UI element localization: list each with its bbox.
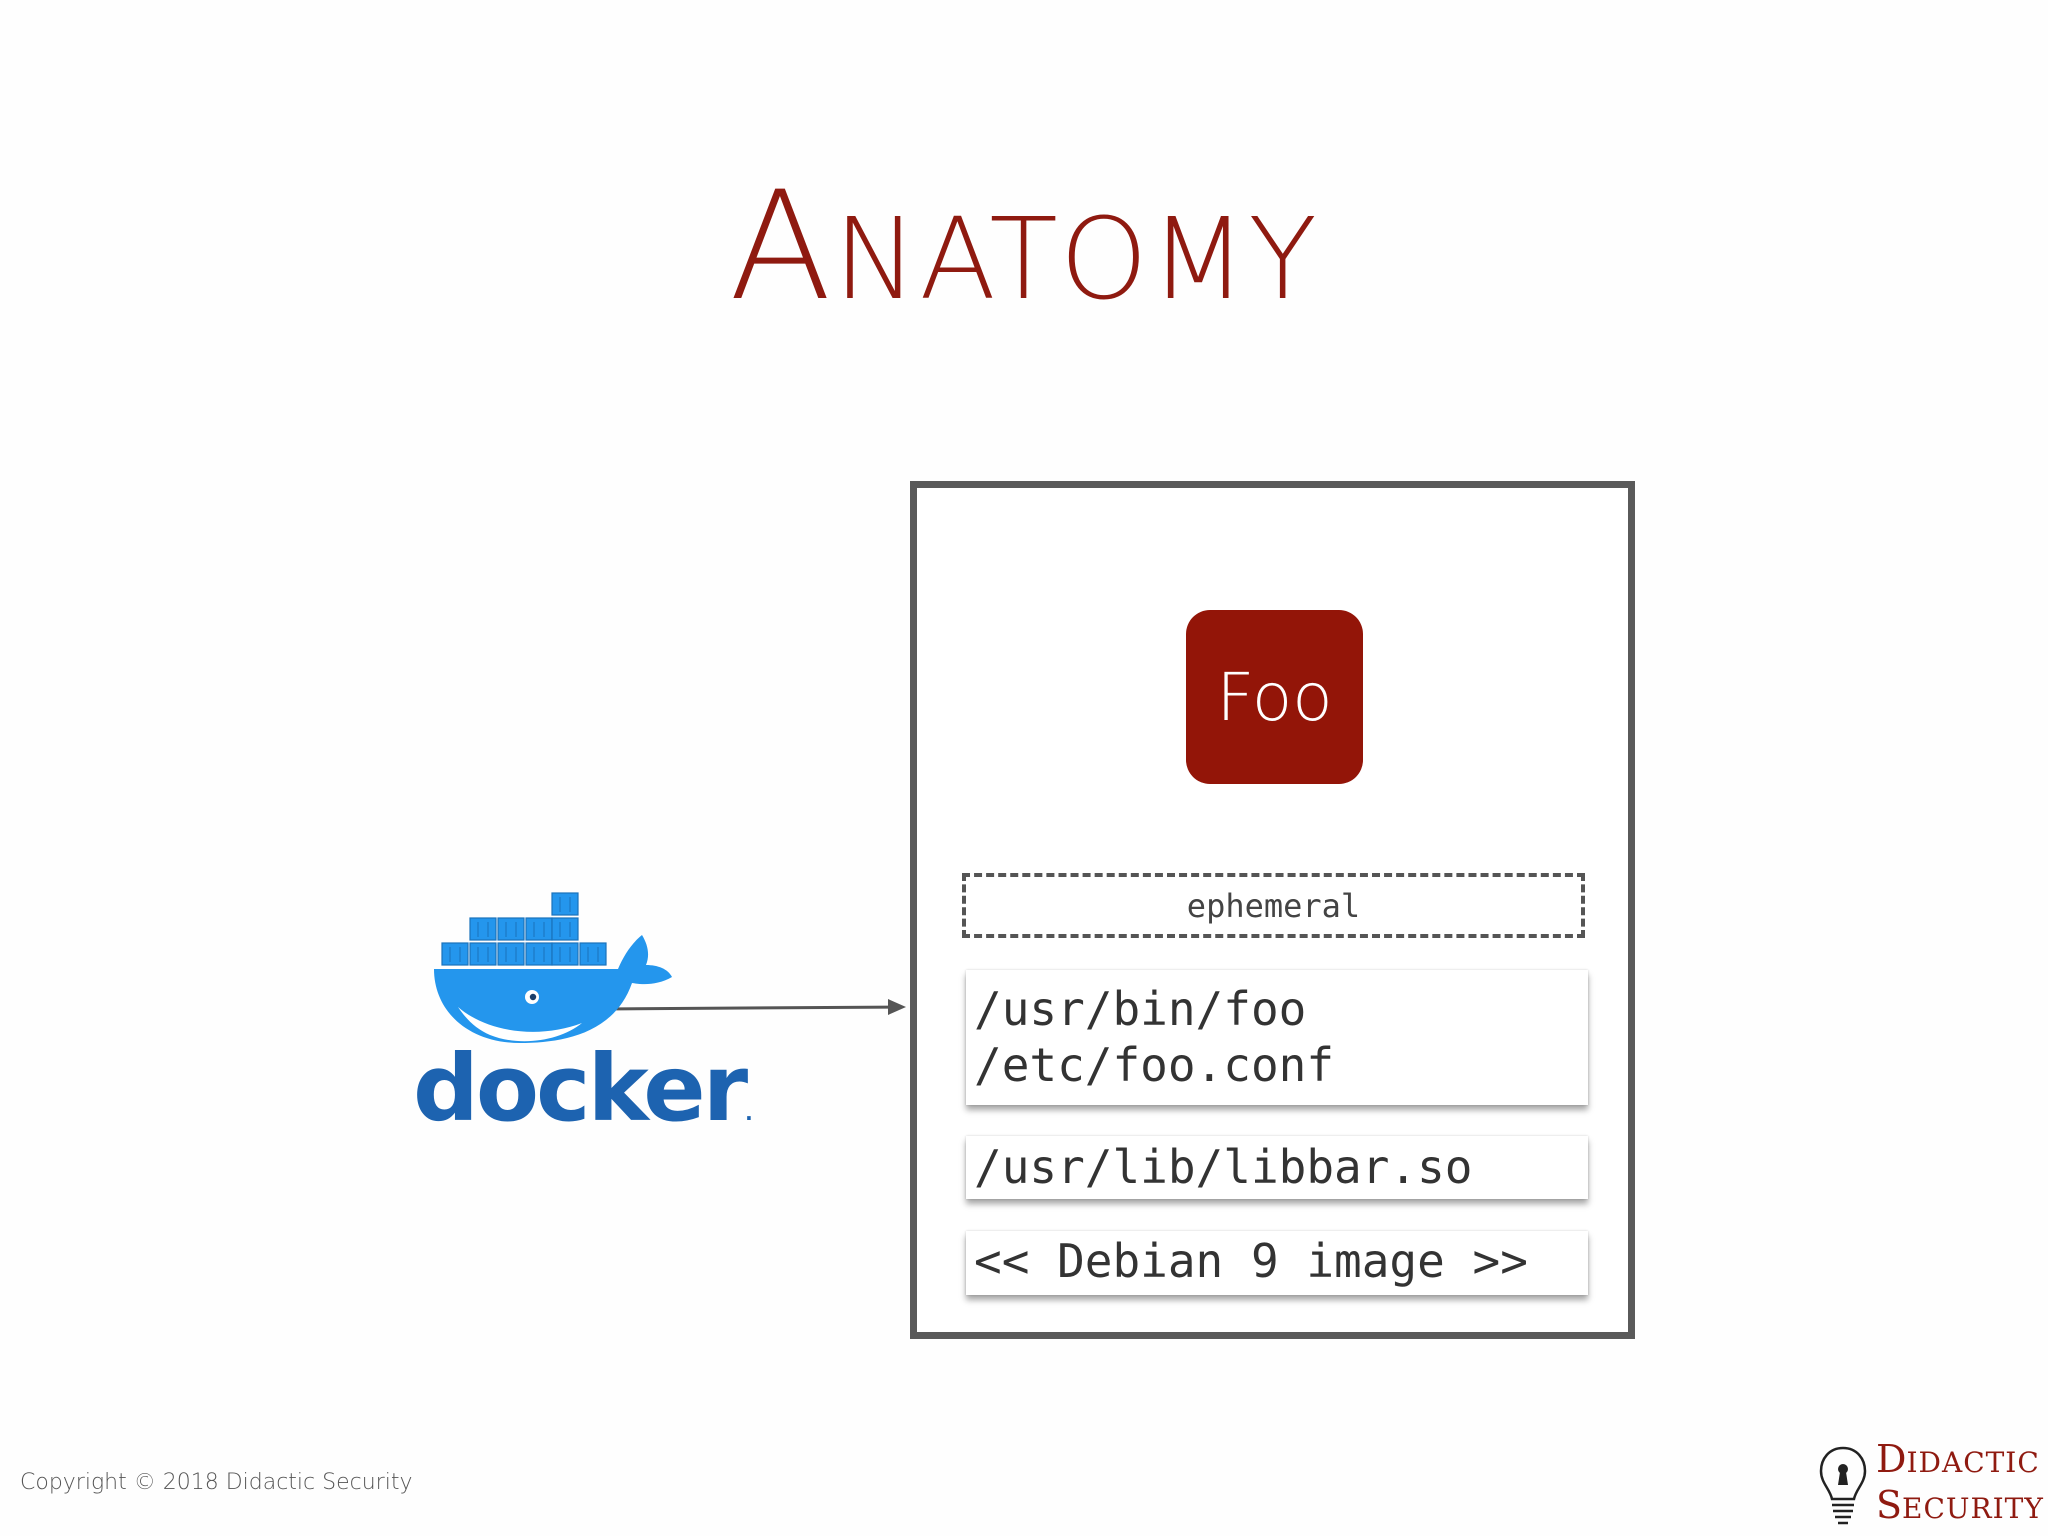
layer-base-image: << Debian 9 image >> — [966, 1231, 1588, 1295]
brand-line-2: SECURITY — [1876, 1486, 2044, 1532]
ephemeral-layer: ephemeral — [962, 873, 1585, 938]
docker-whale-icon — [434, 892, 672, 1043]
brand-line-1-cap: D — [1876, 1437, 1907, 1481]
app-label: Foo — [1216, 658, 1333, 736]
docker-wordmark: docker. — [413, 1035, 753, 1142]
brand-line-1: DIDACTIC — [1876, 1440, 2044, 1486]
brand-name: DIDACTIC SECURITY — [1876, 1440, 2044, 1532]
title-rest: NATOMY — [833, 195, 1319, 325]
layer-line: /etc/foo.conf — [974, 1038, 1335, 1092]
lightbulb-keyhole-icon — [1819, 1446, 1867, 1525]
brand-line-2-cap: S — [1876, 1483, 1903, 1527]
layer-line: << Debian 9 image >> — [974, 1234, 1528, 1288]
layer-app-files: /usr/bin/foo /etc/foo.conf — [966, 970, 1588, 1105]
brand-line-1-rest: IDACTIC — [1906, 1446, 2040, 1479]
slide-title: ANATOMY — [0, 160, 2048, 334]
layer-lib-files: /usr/lib/libbar.so — [966, 1136, 1588, 1199]
app-badge: Foo — [1186, 610, 1363, 784]
trademark-dot: . — [745, 1101, 753, 1125]
brand-line-2-rest: ECURITY — [1902, 1492, 2044, 1525]
layer-line: /usr/lib/libbar.so — [974, 1140, 1473, 1194]
copyright-text: Copyright © 2018 Didactic Security — [20, 1470, 413, 1495]
docker-wordmark-text: docker — [413, 1035, 748, 1142]
layer-line: /usr/bin/foo — [974, 982, 1307, 1036]
brand-logo: DIDACTIC SECURITY — [1818, 1440, 2048, 1536]
title-first-letter: A — [729, 160, 834, 334]
ephemeral-label: ephemeral — [1186, 886, 1361, 925]
